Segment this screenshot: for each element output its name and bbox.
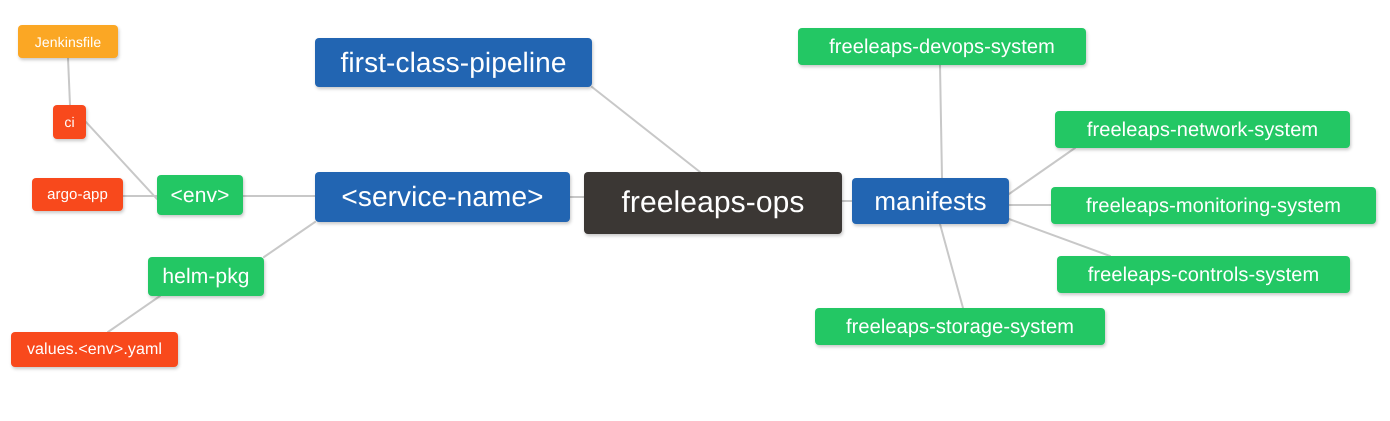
node-label: freeleaps-storage-system <box>845 315 1075 338</box>
edge-service-name-to-helm-pkg <box>263 221 316 258</box>
node-label: values.<env>.yaml <box>26 340 163 358</box>
node-freeleaps-monitoring-system[interactable]: freeleaps-monitoring-system <box>1051 187 1376 224</box>
node-label: Jenkinsfile <box>34 33 102 50</box>
node-freeleaps-storage-system[interactable]: freeleaps-storage-system <box>815 308 1105 345</box>
node-label: freeleaps-network-system <box>1086 118 1319 141</box>
node-env[interactable]: <env> <box>157 175 243 215</box>
node-label: ci <box>64 114 75 130</box>
edge-helm-pkg-to-values-yaml <box>107 295 161 333</box>
node-label: freeleaps-ops <box>621 186 805 219</box>
node-values-yaml[interactable]: values.<env>.yaml <box>11 332 178 367</box>
node-ci[interactable]: ci <box>53 105 86 139</box>
node-label: freeleaps-controls-system <box>1087 263 1320 286</box>
edge-manifests-to-freeleaps-storage-system <box>939 223 964 309</box>
node-argo-app[interactable]: argo-app <box>32 178 123 211</box>
node-label: <service-name> <box>341 181 544 212</box>
node-manifests[interactable]: manifests <box>852 178 1009 224</box>
node-freeleaps-network-system[interactable]: freeleaps-network-system <box>1055 111 1350 148</box>
node-label: freeleaps-monitoring-system <box>1085 194 1341 217</box>
node-freeleaps-devops-system[interactable]: freeleaps-devops-system <box>798 28 1086 65</box>
node-label: manifests <box>874 186 987 216</box>
node-label: <env> <box>170 183 230 207</box>
node-label: freeleaps-devops-system <box>829 35 1055 58</box>
node-freeleaps-ops[interactable]: freeleaps-ops <box>584 172 842 234</box>
node-label: argo-app <box>47 186 108 203</box>
node-label: first-class-pipeline <box>340 46 567 78</box>
node-service-name[interactable]: <service-name> <box>315 172 570 222</box>
edge-manifests-to-freeleaps-controls-system <box>1008 218 1111 257</box>
edge-manifests-to-freeleaps-devops-system <box>939 64 943 179</box>
node-freeleaps-controls-system[interactable]: freeleaps-controls-system <box>1057 256 1350 293</box>
node-first-class-pipeline[interactable]: first-class-pipeline <box>315 38 592 87</box>
node-helm-pkg[interactable]: helm-pkg <box>148 257 264 296</box>
node-jenkinsfile[interactable]: Jenkinsfile <box>18 25 118 58</box>
node-label: helm-pkg <box>162 265 250 288</box>
edge-jenkinsfile-to-ci <box>67 57 71 106</box>
edge-first-class-pipeline-to-freeleaps-ops <box>591 86 701 173</box>
